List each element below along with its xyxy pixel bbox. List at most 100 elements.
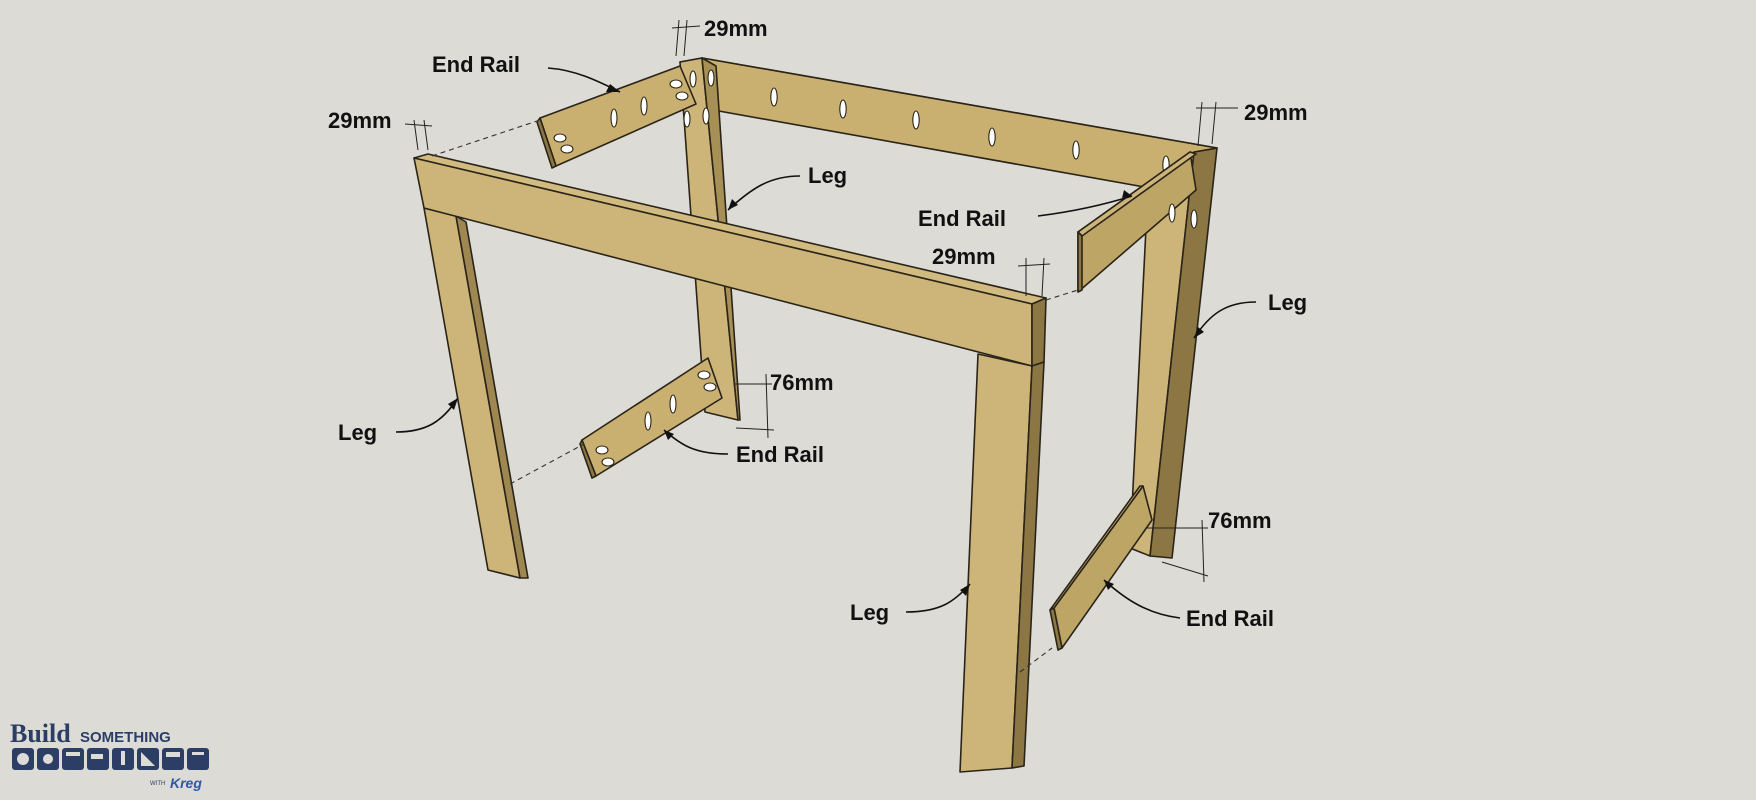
pocket-hole [675, 91, 689, 101]
front-right-leg [959, 353, 1045, 773]
dimension-extension [1211, 101, 1217, 145]
pocket-hole [703, 382, 717, 392]
pocket-hole [697, 370, 711, 380]
arrowhead [960, 584, 970, 596]
dimension-extension [1161, 561, 1209, 577]
arrowhead [664, 430, 674, 440]
label-leg-back-right: Leg [1268, 290, 1307, 315]
pocket-hole [839, 99, 847, 119]
hammer-icon [62, 748, 84, 770]
pocket-hole [702, 107, 710, 125]
dimension-line [1201, 519, 1205, 583]
lower-left-end-rail-end-face [579, 439, 597, 479]
back-left-end-rail [536, 65, 697, 169]
dimension-line [1017, 263, 1051, 267]
paintbrush-icon-handle [121, 751, 125, 765]
alignment-line [431, 119, 541, 157]
clamp-icon-jaw [192, 752, 204, 755]
front-right-leg-side-face [1011, 361, 1045, 769]
dim-label-top-right: 29mm [1244, 100, 1308, 125]
label-end-rail-front-left: End Rail [736, 442, 824, 467]
lower-right-end-rail-front-face [1053, 485, 1153, 649]
pocket-hole [601, 457, 615, 467]
leader-end-rail-front-left [663, 429, 729, 455]
arrowhead [1194, 327, 1204, 338]
pocket-hole [669, 394, 677, 414]
pocket-hole [988, 127, 996, 147]
dimension-line [404, 123, 433, 127]
dimension-labels: 29mm 29mm 29mm 29mm 76mm 76mm [328, 16, 1308, 533]
leader-end-rail-back-right [1037, 195, 1133, 217]
dimension-extension [423, 119, 429, 151]
label-end-rail-back-left: End Rail [432, 52, 520, 77]
dimension-marks [404, 19, 1238, 583]
back-long-rail-front-face [701, 57, 1218, 189]
saw-blade-icon-center [17, 753, 29, 765]
gear-icon-center [43, 754, 53, 764]
pocket-hole [770, 87, 778, 107]
dimension-extension [735, 427, 775, 431]
dim-label-middle-right: 29mm [932, 244, 996, 269]
pocket-hole [1168, 203, 1176, 223]
alignment-line [509, 443, 585, 485]
leader-end-rail-front-right [1103, 579, 1181, 619]
label-leg-back-left: Leg [808, 163, 847, 188]
label-end-rail-back-right: End Rail [918, 206, 1006, 231]
logo-tool-icons [12, 748, 209, 770]
pocket-hole [640, 96, 648, 116]
arrowhead [728, 199, 738, 210]
alignment-lines [431, 119, 1079, 673]
pocket-hole [689, 70, 697, 88]
callout-labels: End Rail Leg End Rail Leg Leg End Rail L… [338, 52, 1307, 631]
arrowhead [448, 398, 458, 410]
arrowhead [606, 84, 620, 92]
alignment-line [1019, 647, 1053, 673]
paint-roller-icon [162, 748, 184, 770]
lower-left-end-rail [579, 357, 723, 479]
leader-leg-back-right [1193, 301, 1257, 339]
leader-leg-front-right [905, 583, 971, 613]
lower-right-end-rail-end-face [1049, 607, 1063, 651]
pocket-hole [669, 79, 683, 89]
alignment-line [1045, 289, 1079, 301]
clamp-icon [187, 748, 209, 770]
pocket-hole [610, 108, 618, 128]
dimension-extension [675, 19, 680, 57]
drill-icon-body [91, 754, 103, 759]
front-long-rail-end-face [1031, 297, 1047, 367]
label-leg-front-right: Leg [850, 600, 889, 625]
lower-right-end-rail [1049, 485, 1153, 651]
back-right-leg [1129, 147, 1218, 559]
square-ruler-icon-shape [141, 752, 155, 766]
dim-label-lower-center: 76mm [770, 370, 834, 395]
dimension-line [671, 25, 701, 29]
back-right-end-rail [1077, 151, 1198, 293]
pocket-hole [912, 110, 920, 130]
front-left-leg [423, 207, 529, 579]
logo-build-text: Build [10, 719, 71, 748]
back-long-rail [679, 57, 1218, 189]
dimension-extension [683, 19, 688, 57]
pocket-hole [1190, 209, 1198, 229]
pocket-hole [553, 133, 567, 143]
pocket-hole [683, 110, 691, 128]
buildsomething-logo: Build SOMETHING WITH Kreg [10, 719, 209, 791]
paint-roller-icon-roll [166, 752, 180, 757]
back-right-end-rail-end-face [1077, 231, 1083, 293]
leader-lines [395, 67, 1257, 619]
pocket-hole [707, 69, 715, 87]
logo-with-text: WITH [150, 781, 165, 787]
pocket-hole [560, 144, 574, 154]
pocket-hole [644, 411, 652, 431]
label-leg-front-left: Leg [338, 420, 377, 445]
label-end-rail-front-right: End Rail [1186, 606, 1274, 631]
arrowhead [1122, 190, 1132, 198]
dimension-extension [1197, 101, 1203, 147]
pocket-hole [1072, 140, 1080, 160]
leader-leg-front-left [395, 397, 459, 433]
arrowhead [1104, 580, 1114, 590]
dim-label-top-left: 29mm [328, 108, 392, 133]
dim-label-lower-right: 76mm [1208, 508, 1272, 533]
